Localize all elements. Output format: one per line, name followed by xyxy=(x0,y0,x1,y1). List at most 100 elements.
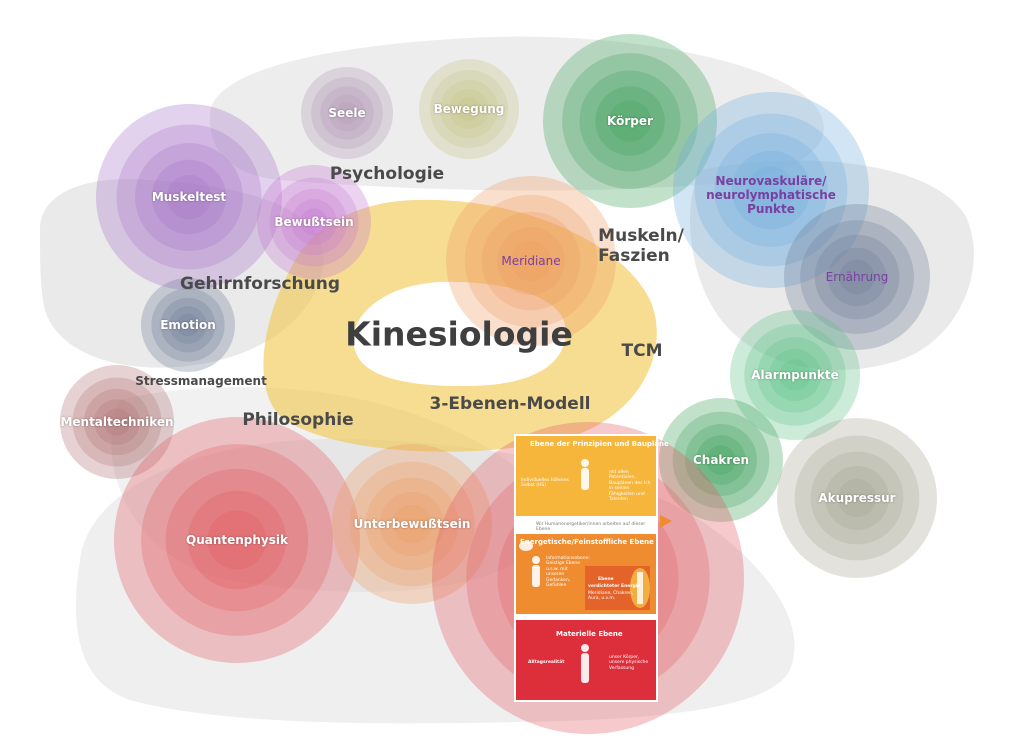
node-neurovaskulaere: Neurovaskuläre/ neurolymphatische Punkte xyxy=(706,174,836,216)
grey-blob-left xyxy=(40,179,324,368)
bewegung-circles-ring-4 xyxy=(449,89,489,129)
seele-circles-ring-1 xyxy=(301,67,393,159)
infographic-band-note: Wir Humanenergetiker/innen arbeiten auf … xyxy=(536,522,646,533)
bewusstsein-circles-ring-1 xyxy=(257,165,371,279)
node-ernaehrung: Ernährung xyxy=(825,269,889,284)
meridiane-circles-ring-3 xyxy=(481,211,581,311)
bewegung-circles xyxy=(419,59,519,159)
topic-psychologie: Psychologie xyxy=(329,163,445,184)
mentaltechniken-circles-ring-2 xyxy=(72,377,162,467)
koerper-circles-ring-2 xyxy=(562,53,698,189)
bewusstsein-circles-ring-2 xyxy=(269,177,359,267)
ernaehrung-circles xyxy=(784,204,930,350)
quantenphysik-circles-ring-4 xyxy=(187,490,287,590)
koerper-circles-ring-4 xyxy=(595,86,665,156)
node-akupressur: Akupressur xyxy=(818,490,896,505)
node-seele: Seele xyxy=(328,105,366,120)
chakren-circles-ring-1 xyxy=(659,398,783,522)
koerper-circles-ring-3 xyxy=(579,70,681,172)
chakren-circles xyxy=(659,398,783,522)
seele-circles-ring-4 xyxy=(328,94,366,132)
node-quantenphysik: Quantenphysik xyxy=(186,532,288,547)
akupressur-circles-ring-5 xyxy=(837,478,877,518)
node-mentaltechniken: Mentaltechniken xyxy=(60,414,174,429)
unterbewusstsein-circles xyxy=(332,444,492,604)
meridiane-circles-ring-5 xyxy=(510,240,552,282)
mentaltechniken-circles-ring-3 xyxy=(83,388,151,456)
person-figure-icon xyxy=(532,459,589,683)
quantenphysik-circles-ring-2 xyxy=(141,444,333,636)
meridiane-circles-ring-1 xyxy=(446,176,616,346)
seele-circles xyxy=(301,67,393,159)
mentaltechniken-circles-ring-4 xyxy=(94,399,140,445)
grey-blob-right xyxy=(690,160,974,370)
mentaltechniken-circles-ring-5 xyxy=(103,408,131,436)
topic-stressmanagement: Stressmanagement xyxy=(135,373,267,388)
infographic-box-subtitle: verdichteter Energie xyxy=(588,584,641,589)
topic-3-ebenen-modell: 3-Ebenen-Modell xyxy=(429,393,591,414)
emotion-circles-ring-5 xyxy=(176,313,200,337)
topic-gehirnforschung: Gehirnforschung xyxy=(179,273,341,294)
topic-muskeln-faszien: Muskeln/ Faszien xyxy=(598,226,684,266)
unterbewusstsein-circles-ring-4 xyxy=(380,492,444,556)
neuro-circles-ring-1 xyxy=(673,92,869,288)
muskeltest-circles-ring-4 xyxy=(151,159,227,235)
koerper-circles-ring-1 xyxy=(543,34,717,208)
node-muskeltest: Muskeltest xyxy=(151,189,227,204)
muskeltest-circles-ring-2 xyxy=(116,124,262,270)
mentaltechniken-circles xyxy=(60,365,174,479)
koerper-circles-ring-5 xyxy=(609,100,651,142)
alarmpunkte-circles-ring-2 xyxy=(744,324,846,426)
akupressur-circles-ring-1 xyxy=(777,418,937,578)
muskeltest-circles xyxy=(96,104,282,290)
node-koerper: Körper xyxy=(607,113,653,128)
neuro-circles-ring-5 xyxy=(747,166,795,214)
alarmpunkte-circles-ring-3 xyxy=(757,337,833,413)
bewusstsein-circles-ring-3 xyxy=(280,188,348,256)
topic-tcm: TCM xyxy=(621,340,663,361)
infographic-bottom-right-text: unser Körper, unsere physische Verfassun… xyxy=(609,655,649,671)
akupressur-circles-ring-2 xyxy=(794,435,920,561)
chakren-circles-ring-5 xyxy=(706,445,736,475)
node-bewegung: Bewegung xyxy=(433,101,505,116)
central-white-shape xyxy=(353,281,566,387)
speech-bubble-icon xyxy=(519,541,533,551)
neuro-circles xyxy=(673,92,869,288)
node-meridiane: Meridiane xyxy=(501,253,561,268)
ernaehrung-circles-ring-3 xyxy=(814,234,900,320)
ernaehrung-circles-ring-5 xyxy=(839,259,875,295)
unterbewusstsein-circles-ring-2 xyxy=(349,461,475,587)
infographic-top-title: Ebene der Prinzipien und Baupläne xyxy=(530,440,669,448)
alarmpunkte-circles xyxy=(730,310,860,440)
infographic-bottom-left-text: Alltagsrealität xyxy=(528,660,565,665)
meridiane-circles-ring-4 xyxy=(497,227,565,295)
bewegung-circles-ring-3 xyxy=(440,80,498,138)
ernaehrung-circles-ring-2 xyxy=(800,220,914,334)
node-neuro-line-2: neurolymphatische xyxy=(706,187,836,202)
akupressur-circles-ring-4 xyxy=(825,466,889,530)
unterbewusstsein-circles-ring-1 xyxy=(332,444,492,604)
quantenphysik-circles xyxy=(114,417,360,663)
aura-figure-icon xyxy=(630,568,650,608)
ernaehrung-circles-ring-4 xyxy=(827,247,887,307)
node-alarmpunkte: Alarmpunkte xyxy=(751,367,839,382)
unterbewusstsein-circles-ring-5 xyxy=(392,504,432,544)
meridiane-circles-ring-2 xyxy=(464,194,598,328)
infographic-middle-title: Energetische/Feinstoffliche Ebene xyxy=(520,538,654,546)
neuro-circles-ring-4 xyxy=(731,150,811,230)
infographic-middle-left-text: Informationsebene: Geistige Ebene u.s.w.… xyxy=(546,556,590,588)
bewegung-circles-ring-5 xyxy=(457,97,481,121)
emotion-circles-ring-4 xyxy=(169,306,207,344)
node-bewusstsein: Bewußtsein xyxy=(274,214,354,229)
quantenphysik-circles-ring-1 xyxy=(114,417,360,663)
infographic-box-title: Ebene xyxy=(598,577,614,582)
emotion-circles-ring-1 xyxy=(141,278,235,372)
chakren-circles-ring-2 xyxy=(672,411,770,509)
topic-muskeln-line-1: Muskeln/ xyxy=(598,225,684,246)
chakren-circles-ring-4 xyxy=(696,435,746,485)
unterbewusstsein-circles-ring-3 xyxy=(365,477,459,571)
neuro-circles-ring-2 xyxy=(694,113,848,267)
quantenphysik-circles-ring-3 xyxy=(165,468,309,612)
chakren-circles-ring-3 xyxy=(685,424,757,496)
